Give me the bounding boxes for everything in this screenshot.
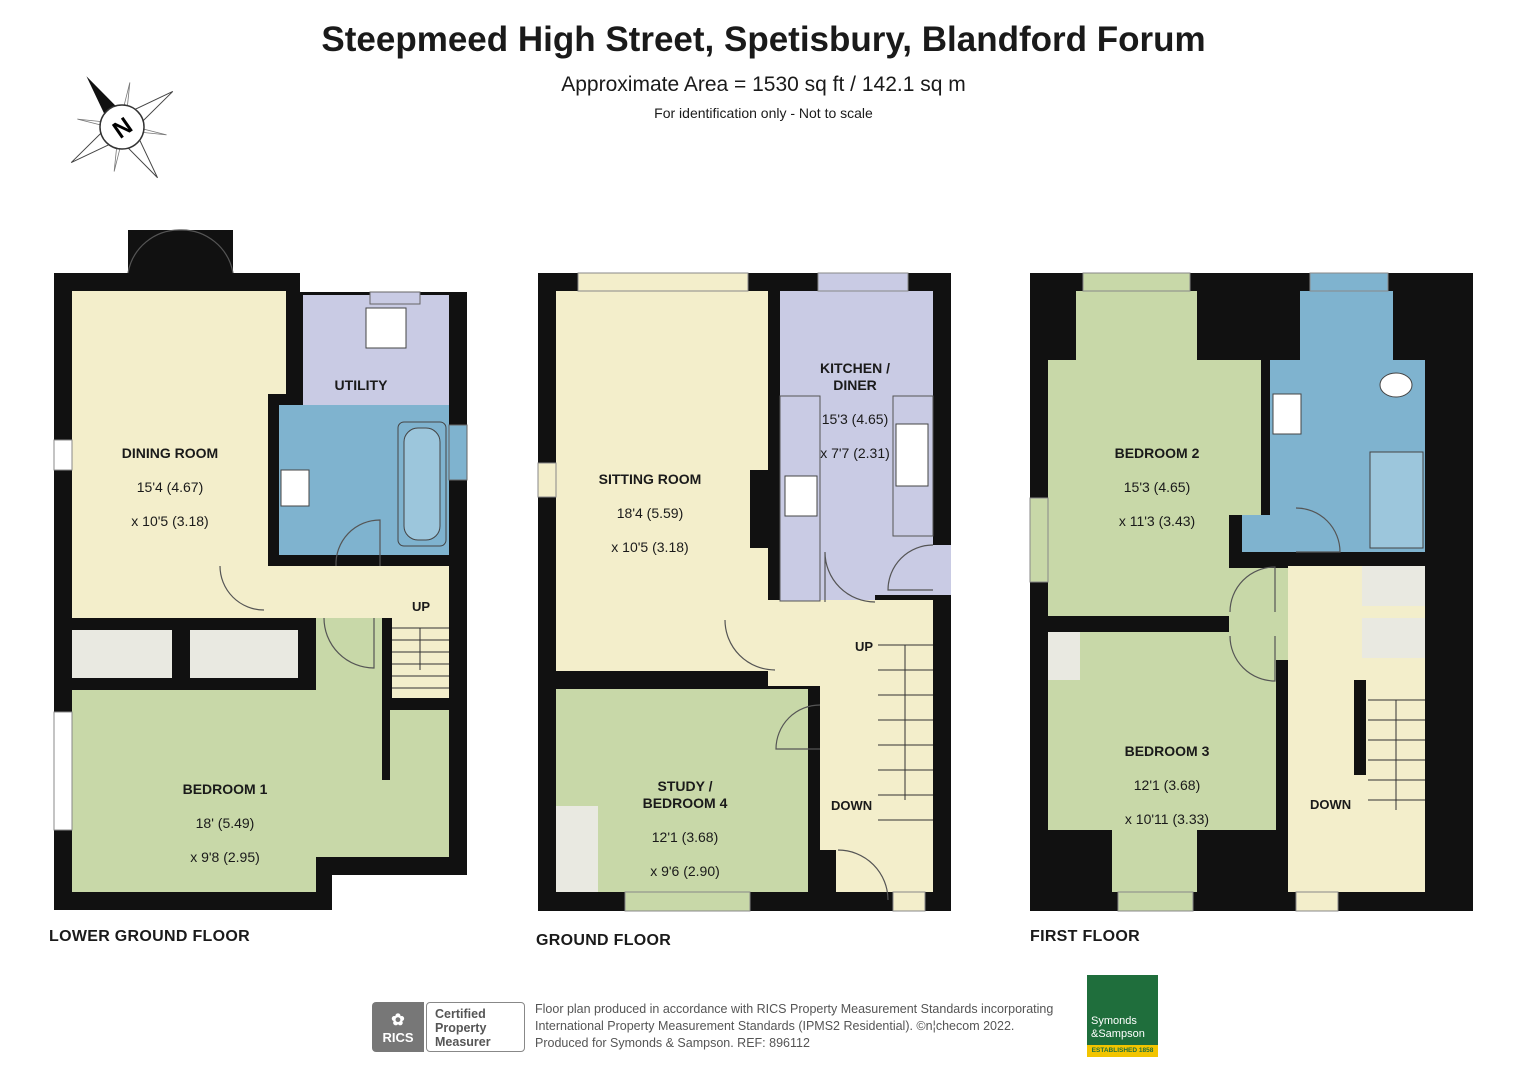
room-dimension-2: x 11'3 (3.43)	[1118, 513, 1196, 529]
disclaimer-note: For identification only - Not to scale	[654, 105, 873, 121]
cert-line-1: Certified	[435, 1007, 486, 1021]
room-dimension-1: 15'3 (4.65)	[821, 411, 889, 427]
room-dimension-1: 18'4 (5.59)	[616, 505, 684, 521]
cert-line-2: Property	[435, 1021, 487, 1035]
floor-label-first: FIRST FLOOR	[1030, 928, 1140, 945]
room-dimension-2: x 9'6 (2.90)	[650, 863, 720, 879]
room-bedroom-3: BEDROOM 3 12'1 (3.68) x 10'11 (3.33)	[1097, 726, 1237, 845]
room-dining-room: DINING ROOM 15'4 (4.67) x 10'5 (3.18)	[100, 428, 240, 547]
rics-logo-text: RICS	[382, 1030, 414, 1045]
room-dimension-1: 12'1 (3.68)	[1133, 777, 1201, 793]
ground-floor-plan	[537, 272, 951, 912]
room-dimension-2: x 10'5 (3.18)	[131, 513, 209, 529]
first-floor-plan	[1029, 272, 1473, 912]
room-kitchen-diner: KITCHEN / DINER 15'3 (4.65) x 7'7 (2.31)	[795, 343, 915, 479]
agent-name-line-2: &Sampson	[1091, 1028, 1145, 1040]
footer-line-3: Produced for Symonds & Sampson. REF: 896…	[535, 1036, 810, 1050]
lower-ground-floor-plan	[53, 229, 468, 910]
room-name: SITTING ROOM	[598, 471, 702, 487]
footer-line-1: Floor plan produced in accordance with R…	[535, 1002, 1054, 1016]
stairs-up-label: UP	[412, 599, 431, 614]
room-dimension-1: 15'3 (4.65)	[1123, 479, 1191, 495]
floor-label-ground: GROUND FLOOR	[536, 932, 672, 949]
room-name: STUDY / BEDROOM 4	[642, 778, 728, 811]
room-utility: UTILITY	[311, 360, 411, 411]
rics-emblem-icon: ✿	[391, 1012, 405, 1029]
room-dimension-1: 15'4 (4.67)	[136, 479, 204, 495]
plan-title: Steepmeed High Street, Spetisbury, Bland…	[321, 20, 1206, 59]
agent-name-line-1: Symonds	[1091, 1015, 1137, 1027]
room-name: BEDROOM 2	[1114, 445, 1200, 461]
certified-property-measurer-badge: Certified Property Measurer	[426, 1002, 525, 1052]
room-name: BEDROOM 1	[182, 781, 268, 797]
room-name: DINING ROOM	[121, 445, 219, 461]
room-dimension-2: x 9'8 (2.95)	[190, 849, 260, 865]
stairs-down-label: DOWN	[831, 798, 873, 813]
room-dimension-1: 18' (5.49)	[195, 815, 255, 831]
room-name: KITCHEN / DINER	[820, 360, 890, 393]
room-bedroom-2: BEDROOM 2 15'3 (4.65) x 11'3 (3.43)	[1087, 428, 1227, 547]
room-sitting-room: SITTING ROOM 18'4 (5.59) x 10'5 (3.18)	[580, 454, 720, 573]
room-study-bedroom-4: STUDY / BEDROOM 4 12'1 (3.68) x 9'6 (2.9…	[615, 761, 755, 897]
room-dimension-2: x 10'5 (3.18)	[611, 539, 689, 555]
footer-disclaimer: Floor plan produced in accordance with R…	[535, 1001, 1095, 1052]
footer-line-2: International Property Measurement Stand…	[535, 1019, 1015, 1033]
room-name: UTILITY	[334, 377, 388, 393]
agent-established: ESTABLISHED 1858	[1087, 1045, 1158, 1057]
room-name: BEDROOM 3	[1124, 743, 1210, 759]
symonds-sampson-logo: Symonds &Sampson ESTABLISHED 1858	[1087, 975, 1158, 1057]
cert-line-3: Measurer	[435, 1035, 491, 1049]
room-dimension-1: 12'1 (3.68)	[651, 829, 719, 845]
stairs-down-label: DOWN	[1310, 797, 1352, 812]
stairs-up-label: UP	[855, 639, 874, 654]
room-bedroom-1: BEDROOM 1 18' (5.49) x 9'8 (2.95)	[155, 764, 295, 883]
compass-rose-icon: N	[70, 76, 174, 179]
room-dimension-2: x 10'11 (3.33)	[1124, 811, 1210, 827]
approximate-area: Approximate Area = 1530 sq ft / 142.1 sq…	[561, 73, 966, 96]
floor-label-lower-ground: LOWER GROUND FLOOR	[49, 928, 250, 945]
rics-logo: ✿ RICS	[372, 1002, 424, 1052]
room-dimension-2: x 7'7 (2.31)	[820, 445, 890, 461]
